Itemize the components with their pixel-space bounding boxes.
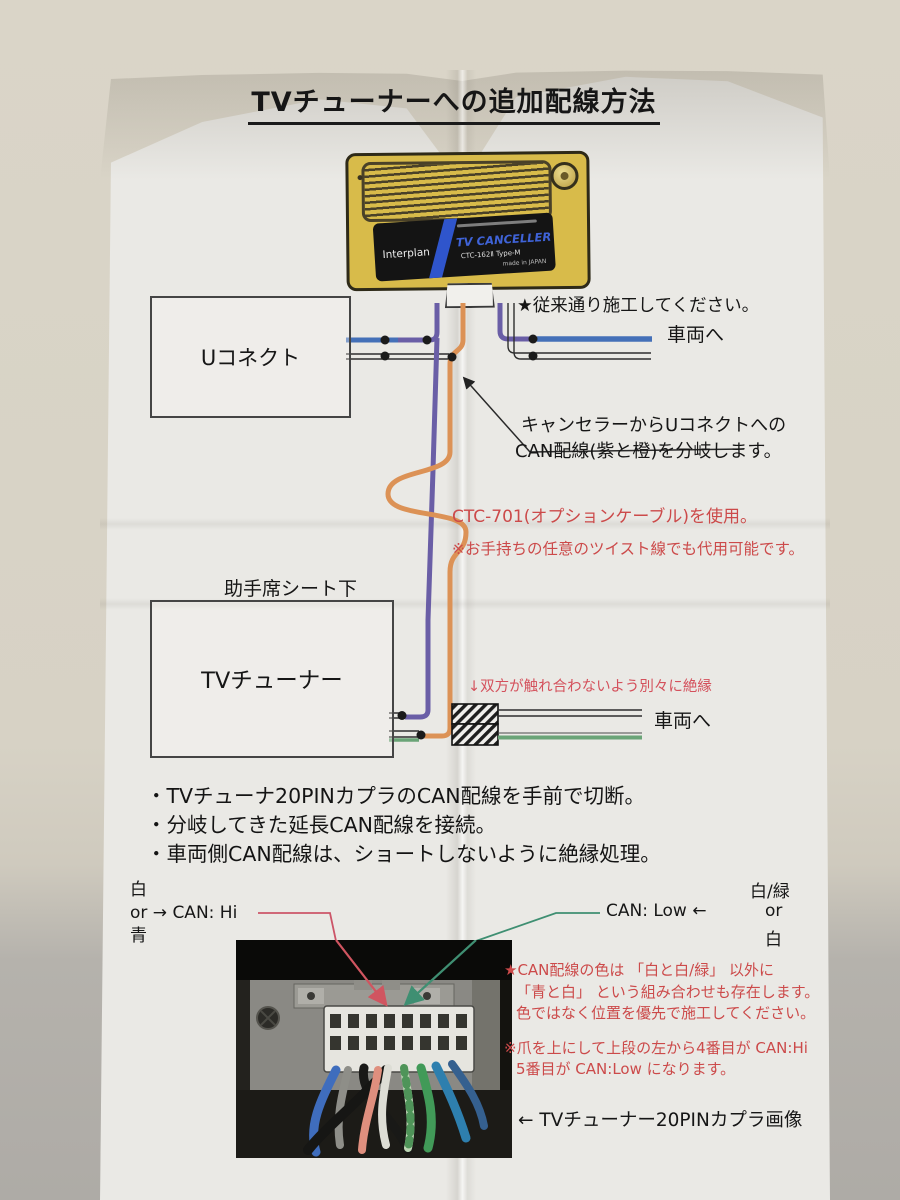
standard-install-note: ★従来通り施工してください。	[517, 296, 760, 316]
twist-wire-note: ※お手持ちの任意のツイスト線でも代用可能です。	[452, 540, 804, 558]
tuner-location-label: 助手席シート下	[224, 578, 358, 600]
photo-20pin-connector	[323, 1005, 475, 1073]
to-vehicle-bottom-label: 車両へ	[654, 710, 712, 732]
warning-color-line3: 色ではなく位置を優先で施工してください。	[516, 1004, 816, 1022]
canceller-brand: Interplan	[382, 246, 431, 262]
canceller-origin: made in JAPAN	[502, 257, 547, 268]
canceller-blue-stripe	[426, 212, 459, 282]
step-3: ・車両側CAN配線は、ショートしないように絶縁処理。	[146, 842, 661, 866]
insulation-note: ↓双方が触れ合わないよう別々に絶縁	[468, 679, 712, 695]
instruction-steps: ・TVチューナ20PINカプラのCAN配線を手前で切断。 ・分岐してきた延長CA…	[146, 782, 661, 869]
branch-note-line2: CAN配線(紫と橙)を分岐します。	[515, 441, 782, 462]
warning-block: ★CAN配線の色は 「白と白/緑」 以外に 「青と白」 という組み合わせも存在し…	[504, 960, 854, 1081]
canceller-product-name: TV CANCELLER	[455, 229, 552, 250]
can-low-arrow	[403, 940, 477, 1007]
step-2: ・分岐してきた延長CAN配線を接続。	[146, 813, 496, 837]
can-low-color-top: 白/緑	[750, 882, 790, 902]
photo-caption: ← TVチューナー20PINカプラ画像	[518, 1110, 803, 1131]
canceller-screw	[550, 161, 579, 191]
warning-pin-line1: ※爪を上にして上段の左から4番目が CAN:Hi	[504, 1038, 808, 1057]
connector-photo	[236, 940, 512, 1158]
canceller-led-dot	[357, 175, 363, 181]
can-hi-arrow	[335, 940, 388, 1007]
warning-color-line1: ★CAN配線の色は 「白と白/緑」 以外に	[504, 961, 774, 979]
canceller-url-text	[456, 219, 537, 228]
can-low-color-bottom: 白	[765, 930, 782, 950]
photo-pin-slots	[330, 1014, 467, 1050]
option-cable-note: CTC-701(オプションケーブル)を使用。	[452, 507, 757, 527]
can-low-label: CAN: Low ←	[606, 901, 707, 921]
branch-note-line1: キャンセラーからUコネクトへの	[521, 415, 787, 436]
tv-canceller-device: Interplan TV CANCELLER CTC-162Ⅱ Type-M m…	[345, 150, 591, 292]
photo-wires	[303, 1060, 488, 1157]
connector-photo-scene	[236, 940, 512, 1158]
step-1: ・TVチューナ20PINカプラのCAN配線を手前で切断。	[146, 784, 646, 808]
page-title: TVチューナーへの追加配線方法	[248, 80, 660, 125]
warning-pin-line2: 5番目が CAN:Low になります。	[516, 1060, 736, 1078]
canceller-connector-stub	[445, 283, 495, 309]
can-low-or: or	[765, 901, 783, 921]
canceller-model: CTC-162Ⅱ Type-M	[460, 248, 521, 261]
uconnect-label: Uコネクト	[200, 346, 301, 370]
uconnect-box: Uコネクト	[150, 296, 351, 418]
canceller-heatsink-ridges	[361, 160, 552, 223]
canceller-label: Interplan TV CANCELLER CTC-162Ⅱ Type-M m…	[372, 212, 556, 282]
warning-color-line2: 「青と白」 という組み合わせも存在します。	[516, 982, 820, 1001]
to-vehicle-top-label: 車両へ	[667, 324, 725, 346]
tv-tuner-box: TVチューナー	[150, 600, 394, 758]
tuner-label: TVチューナー	[201, 668, 343, 694]
